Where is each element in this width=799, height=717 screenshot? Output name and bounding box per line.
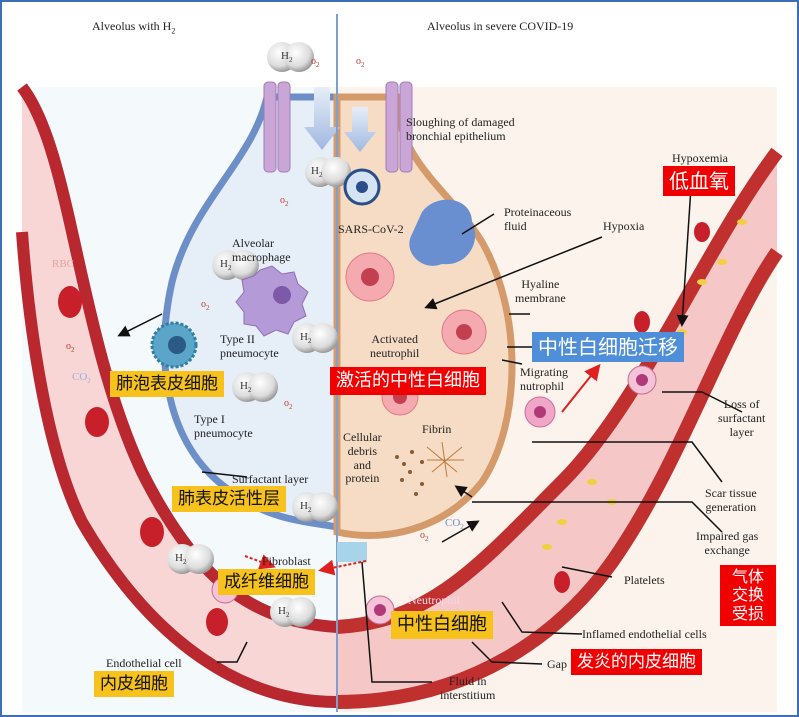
tag-activated-neutrophil: 激活的中性白细胞: [330, 367, 486, 395]
tag-surfactant: 肺表皮活性层: [172, 486, 286, 513]
h2-label: H2: [175, 552, 187, 567]
hypoxemia-label: Hypoxemia: [672, 151, 728, 165]
tag-neutrophil-migration: 中性白细胞迁移: [532, 332, 684, 362]
fluid-interstitium-label: Fluid in interstitium: [440, 674, 496, 702]
o2-label: o2: [311, 56, 320, 69]
rbc-label: RBC: [52, 258, 75, 270]
sars-cov2-label: SARS-CoV-2: [338, 222, 404, 236]
left-down-arrow: [304, 87, 340, 150]
o2-label: o2: [420, 530, 429, 543]
h2-label: H2: [300, 500, 312, 515]
o2-label: o2: [356, 56, 365, 69]
o2-label: o2: [201, 299, 210, 312]
scar-tissue-label: Scar tissue generation: [705, 486, 757, 514]
h2-label: H2: [240, 380, 252, 395]
cellular-debris-dots: [395, 450, 424, 496]
fibroblast-label: Fibroblast: [262, 554, 311, 568]
right-vessel-lumen: [337, 152, 777, 702]
type2-nucleus: [168, 336, 186, 354]
inflamed-endothelial-label: Inflamed endothelial cells: [582, 627, 707, 641]
red-blood-cells: [58, 222, 710, 636]
h2-label: H2: [281, 50, 293, 65]
left-title: Alveolus with H2: [92, 19, 176, 36]
proteinaceous-label: Proteinaceous fluid: [504, 205, 572, 233]
tag-gas-exchange: 气体交换受损: [720, 565, 776, 627]
macrophage-nucleus: [273, 286, 291, 304]
red-dotted-arrow-right: [318, 559, 367, 576]
hypoxia-label: Hypoxia: [603, 219, 645, 233]
h2-label: H2: [278, 605, 290, 620]
cellular-debris-label: Cellular debris and protein: [343, 430, 382, 486]
fibrin-mesh: [426, 441, 464, 478]
migrating-neutrophil-label: Migrating nutrophil: [520, 365, 568, 393]
hyaline-membrane-label: Hyaline membrane: [515, 277, 566, 305]
annotation-lines: [117, 171, 743, 683]
tag-neutrophil: 中性白细胞: [391, 611, 493, 639]
tag-endothelial: 内皮细胞: [94, 671, 174, 698]
tag-fibroblast: 成纤维细胞: [218, 569, 315, 596]
impaired-gas-label: Impaired gas exchange: [696, 529, 759, 557]
alveolar-macrophage-label: Alveolar macrophage: [232, 236, 291, 264]
neutrophil-label: Neutrophil: [408, 593, 460, 607]
type2-pneumocyte-label: Type II pneumocyte: [220, 332, 279, 360]
tag-low-blood-oxygen: 低血氧: [663, 166, 735, 196]
sloughing-label: Sloughing of damaged bronchial epitheliu…: [406, 115, 515, 143]
right-down-arrow: [344, 107, 376, 152]
tag-inflamed-endothelial: 发炎的内皮细胞: [571, 649, 702, 676]
interstitial-fluid-patch: [337, 542, 367, 562]
o2-label: o2: [280, 195, 289, 208]
h2-molecules: [167, 42, 351, 627]
co2-label: CO2: [445, 517, 464, 532]
co2-label: CO2: [72, 371, 91, 386]
left-vessel-wall-outer: [16, 231, 338, 708]
right-vessel-wall-outer: [336, 248, 783, 709]
bronchial-epithelium: [263, 81, 413, 173]
platelets-label: Platelets: [624, 573, 665, 587]
activated-neutrophil-label: Activated neutrophil: [370, 332, 420, 360]
red-migration-arrow: [561, 363, 601, 413]
gap-label: Gap: [547, 657, 567, 671]
h2-label: H2: [300, 331, 312, 346]
right-title: Alveolus in severe COVID-19: [427, 19, 574, 33]
type1-pneumocyte-label: Type I pneumocyte: [194, 412, 253, 440]
endothelial-cell-label: Endothelial cell: [106, 656, 182, 670]
loss-surfactant-label: Loss of surfactant layer: [718, 397, 766, 439]
macrophage-cell: [235, 265, 309, 337]
right-vessel-wall-inner: [336, 147, 783, 634]
tag-alveolar-epithelial: 肺泡表皮细胞: [110, 371, 224, 398]
proteinaceous-fluid-blob: [409, 199, 476, 266]
o2-label: o2: [284, 398, 293, 411]
o2-label: o2: [66, 341, 75, 354]
surfactant-layer-label: Surfactant layer: [232, 472, 309, 486]
fibrin-label: Fibrin: [422, 422, 452, 436]
h2-label: H2: [220, 258, 232, 273]
right-alveolus-sac: [333, 93, 516, 539]
h2-label: H2: [311, 165, 323, 180]
left-vessel-wall-inner: [17, 83, 338, 633]
